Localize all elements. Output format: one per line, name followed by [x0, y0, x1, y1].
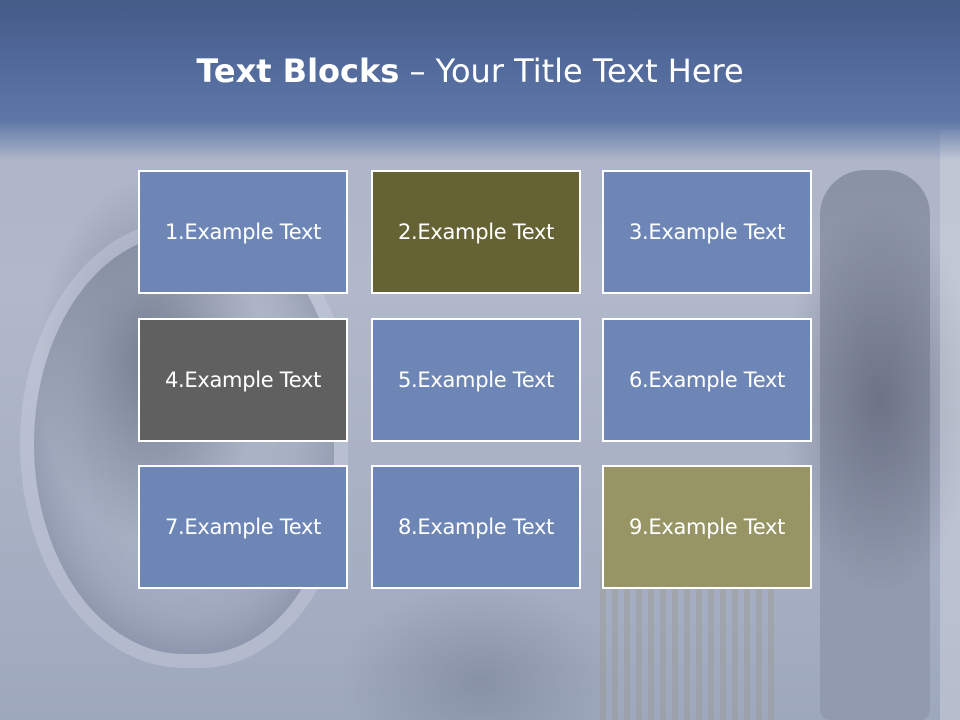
- text-block-label: 9.Example Text: [628, 515, 786, 539]
- title-dash: –: [399, 52, 436, 90]
- background-pillar: [940, 130, 960, 720]
- title-bold-part: Text Blocks: [196, 52, 400, 90]
- text-block-7[interactable]: 7.Example Text: [138, 465, 348, 589]
- background-person-silhouette: [820, 170, 930, 720]
- text-block-3[interactable]: 3.Example Text: [602, 170, 812, 294]
- text-block-8[interactable]: 8.Example Text: [371, 465, 581, 589]
- text-block-label: 3.Example Text: [628, 220, 786, 244]
- title-band: [0, 0, 960, 160]
- title-rest-part: Your Title Text Here: [435, 52, 744, 90]
- text-block-4[interactable]: 4.Example Text: [138, 318, 348, 442]
- text-block-label: 6.Example Text: [628, 368, 786, 392]
- text-block-label: 1.Example Text: [164, 220, 322, 244]
- text-block-label: 8.Example Text: [397, 515, 555, 539]
- text-block-6[interactable]: 6.Example Text: [602, 318, 812, 442]
- text-block-label: 7.Example Text: [164, 515, 322, 539]
- text-block-9[interactable]: 9.Example Text: [602, 465, 812, 589]
- text-block-2[interactable]: 2.Example Text: [371, 170, 581, 294]
- text-block-1[interactable]: 1.Example Text: [138, 170, 348, 294]
- text-block-label: 5.Example Text: [397, 368, 555, 392]
- text-blocks-grid: 1.Example Text 2.Example Text 3.Example …: [138, 170, 816, 594]
- text-block-label: 4.Example Text: [164, 368, 322, 392]
- text-block-5[interactable]: 5.Example Text: [371, 318, 581, 442]
- slide-title[interactable]: Text Blocks – Your Title Text Here: [0, 52, 940, 90]
- text-block-label: 2.Example Text: [397, 220, 555, 244]
